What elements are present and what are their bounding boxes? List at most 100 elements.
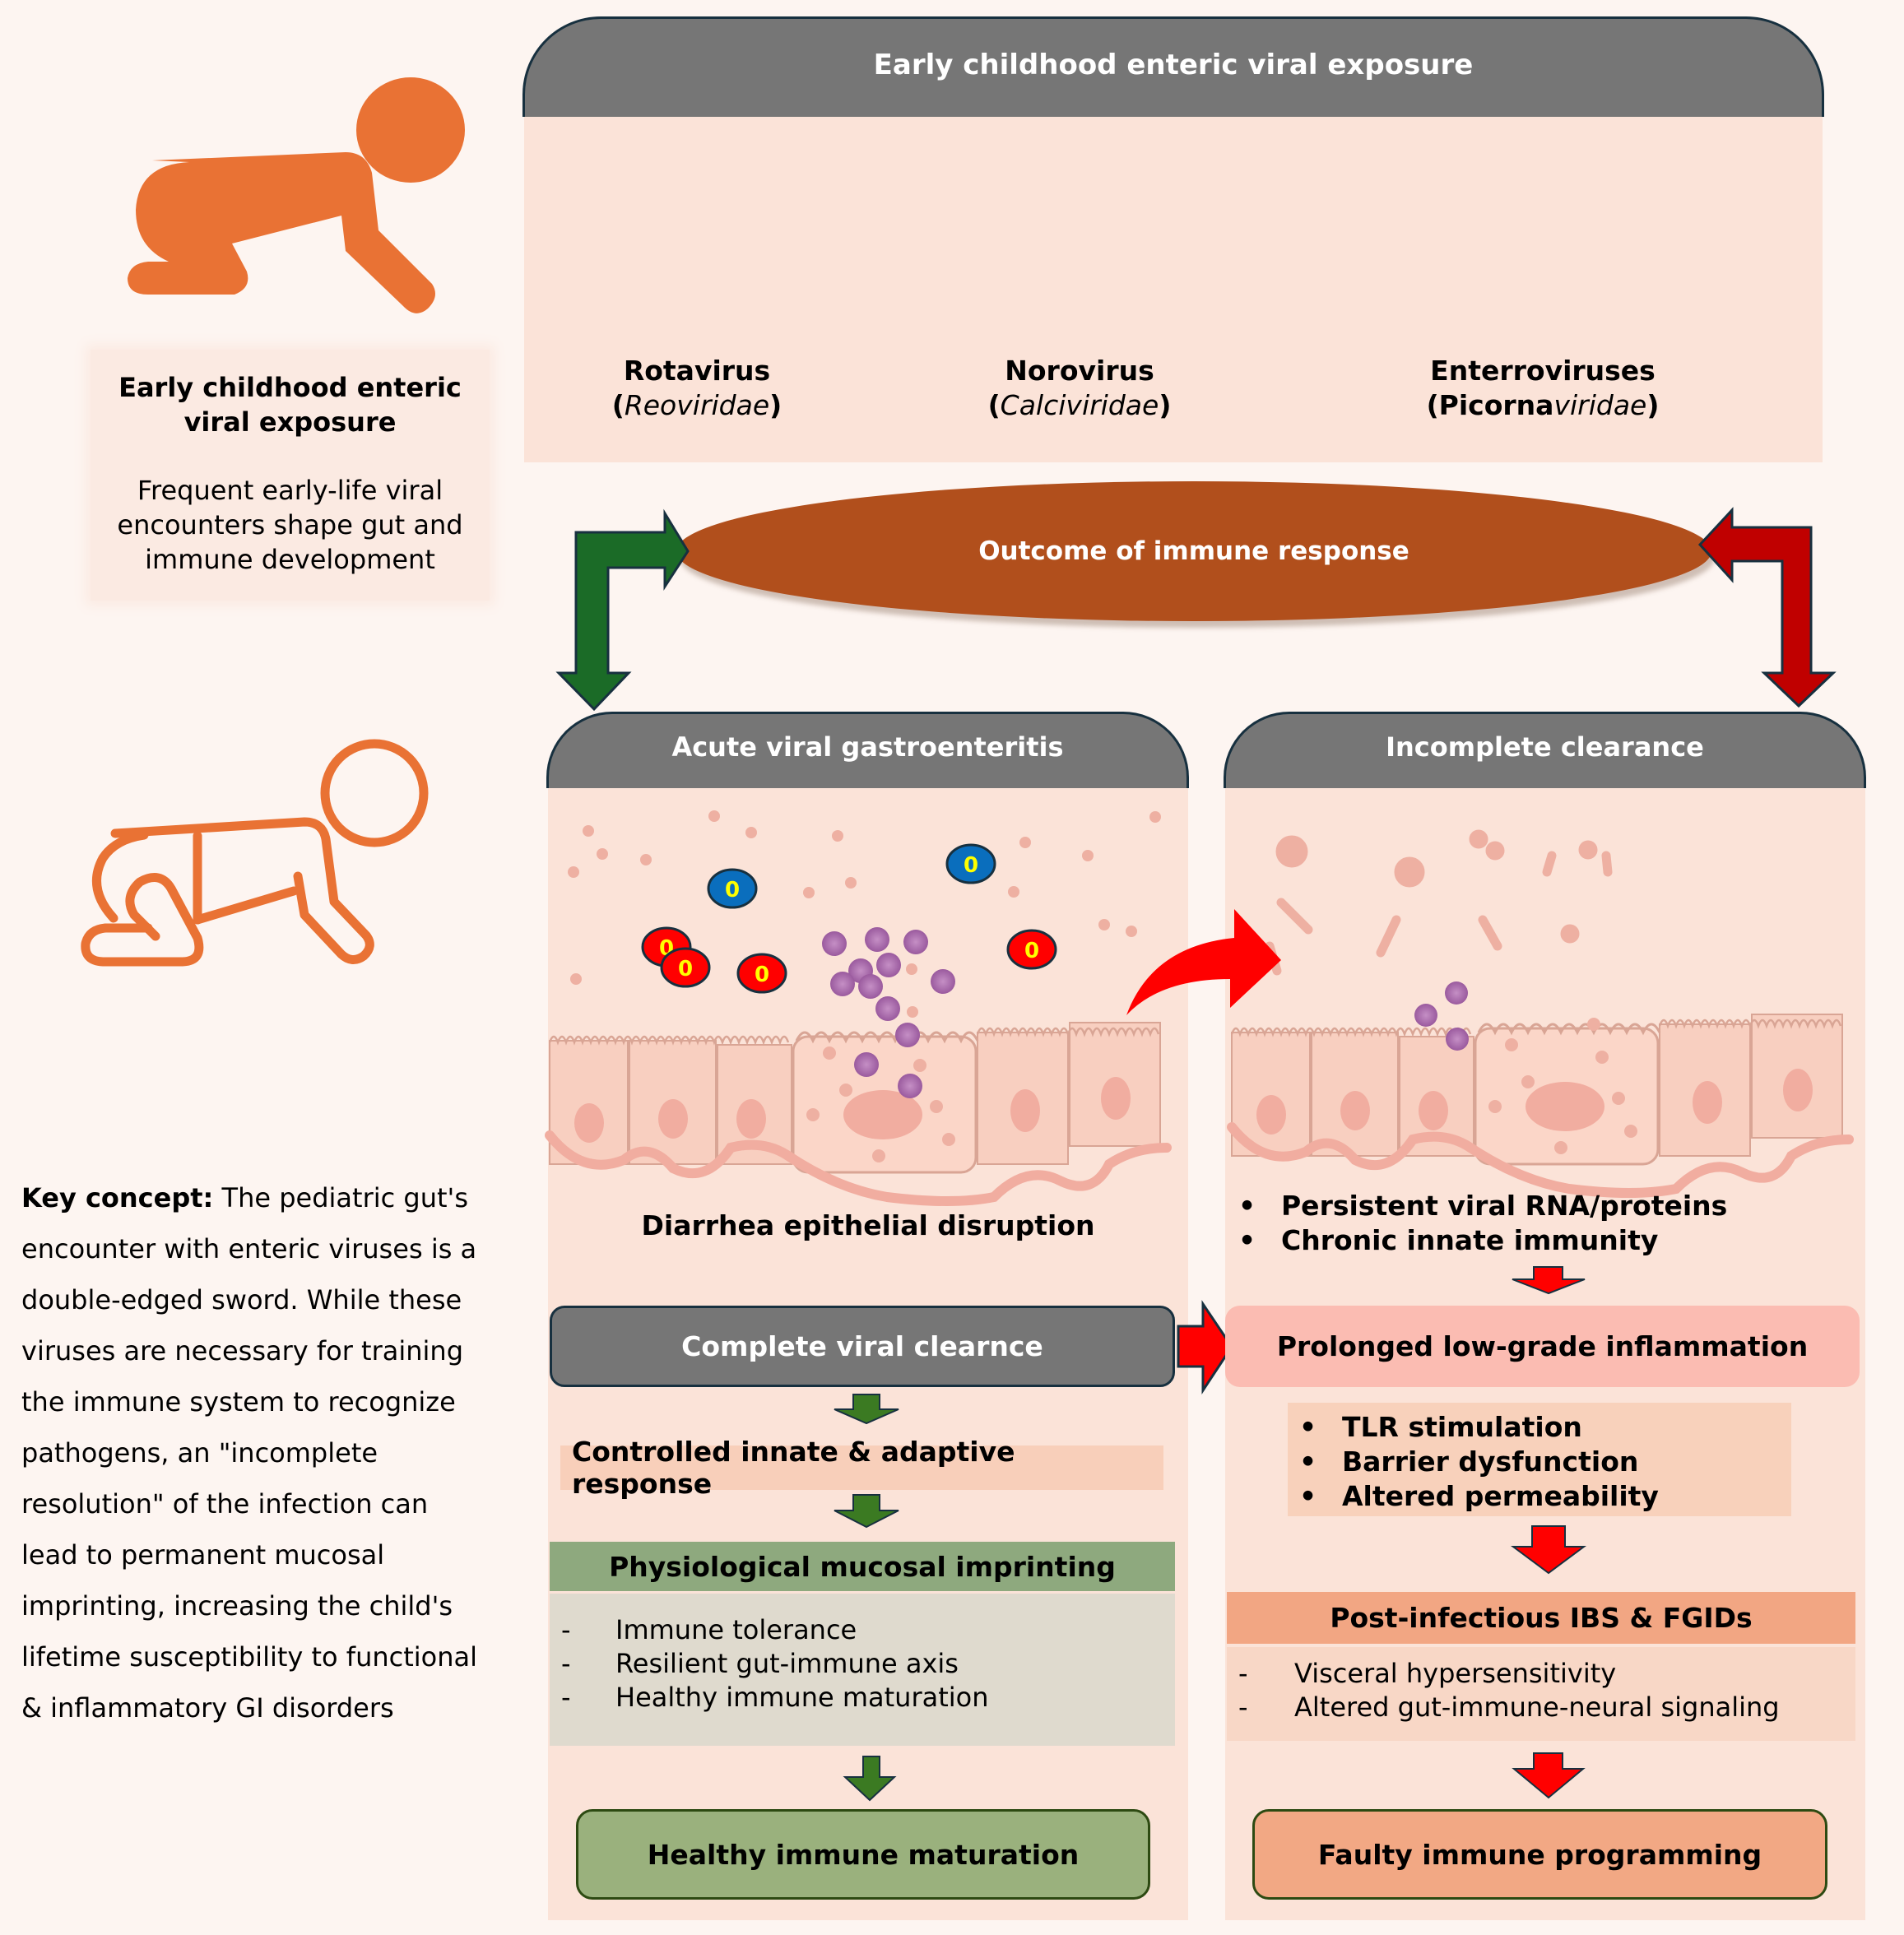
imprinting-title: Physiological mucosal imprinting <box>609 1550 1116 1583</box>
virus-label-norovirus: Norovirus (Calciviridae) <box>987 355 1172 421</box>
bullet-marker: • <box>1299 1411 1317 1443</box>
curved-transition-arrow <box>1126 909 1281 1015</box>
progression-arrow <box>1177 1300 1233 1394</box>
list-item: • Persistent viral RNA/proteins <box>1238 1189 1727 1223</box>
list-item-text: Healthy immune maturation <box>615 1682 989 1713</box>
info-card <box>91 350 490 601</box>
exposure-header: Early childhood enteric viral exposure <box>522 16 1824 117</box>
persistent-list: • Persistent viral RNA/proteins • Chronic … <box>1238 1189 1727 1258</box>
flow-down-arrow <box>843 1756 897 1802</box>
list-item-text: Altered permeability <box>1342 1480 1659 1512</box>
faulty-outcome-label: Faulty immune programming <box>1317 1838 1762 1871</box>
list-item: - Immune tolerance <box>561 1613 857 1647</box>
list-item: • TLR stimulation <box>1299 1410 1582 1445</box>
list-item: - Visceral hypersensitivity <box>1238 1657 1616 1691</box>
dash-marker: - <box>1238 1658 1248 1689</box>
imprinting-list: - Immune tolerance - Resilient gut-immune … <box>550 1594 1175 1746</box>
virus-panel: Rotavirus (Reoviridae) Norovirus (Calciv… <box>524 117 1823 462</box>
blue-immune-cell: 0 <box>945 843 996 884</box>
incomplete-epithelium-illustration <box>1232 1014 1849 1193</box>
crawling-baby-filled-icon <box>128 77 465 313</box>
red-branch-arrow <box>1697 507 1837 708</box>
virus-particles-acute <box>822 927 955 1098</box>
acute-epithelium-illustration <box>550 1023 1167 1201</box>
list-item-text: Altered gut-immune-neural signaling <box>1294 1691 1780 1723</box>
bullet-marker: • <box>1238 1224 1256 1256</box>
crawling-baby-outline-icon <box>81 739 429 967</box>
list-item: • Chronic innate immunity <box>1238 1223 1727 1258</box>
virus-particles-persistent <box>1414 981 1469 1051</box>
key-concept-paragraph: Key concept: The pediatric gut's encount… <box>21 1172 482 1733</box>
bullet-marker: • <box>1238 1190 1256 1222</box>
flow-down-arrow <box>834 1394 899 1425</box>
inflammation-box: Prolonged low-grade inflammation <box>1225 1306 1860 1387</box>
outcome-ellipse: Outcome of immune response <box>676 481 1711 621</box>
info-title: Early childhood enteric viral exposure <box>118 372 462 438</box>
outcome-label: Outcome of immune response <box>978 536 1409 566</box>
virus-family: Calciviridae <box>1000 389 1159 421</box>
red-immune-cell: 0 <box>1006 929 1057 970</box>
list-item: - Healthy immune maturation <box>561 1681 989 1715</box>
controlled-response-box: Controlled innate & adaptive response <box>560 1436 1163 1500</box>
complete-clearance-box: Complete viral clearnce <box>550 1306 1175 1387</box>
virus-label-rotavirus: Rotavirus (Reoviridae) <box>611 355 782 421</box>
bullet-marker: • <box>1299 1480 1317 1512</box>
virus-family: viridae <box>1553 389 1647 421</box>
flow-down-arrow <box>1512 1752 1586 1799</box>
virus-name: Enterroviruses <box>1430 355 1656 387</box>
immune-cells: 0 0 0 0 0 0 <box>641 843 1057 994</box>
list-item-text: Barrier dysfunction <box>1342 1445 1639 1478</box>
blue-immune-cell: 0 <box>707 868 758 909</box>
dash-marker: - <box>561 1682 571 1713</box>
ibs-title: Post-infectious IBS & FGIDs <box>1330 1602 1753 1634</box>
green-branch-arrow <box>555 508 690 712</box>
virus-name: Rotavirus <box>623 355 771 387</box>
list-item-text: Visceral hypersensitivity <box>1294 1658 1617 1689</box>
inflammation-label: Prolonged low-grade inflammation <box>1276 1330 1809 1362</box>
mechanism-list: • TLR stimulation • Barrier dysfunction • A… <box>1288 1403 1791 1516</box>
red-immune-cell: 0 <box>660 947 711 988</box>
list-item: - Resilient gut-immune axis <box>561 1647 959 1681</box>
faulty-outcome-box: Faulty immune programming <box>1252 1809 1827 1900</box>
red-immune-cell: 0 <box>736 953 787 994</box>
cell-label: 0 <box>964 853 978 878</box>
cell-label: 0 <box>755 963 769 987</box>
flow-down-arrow <box>1510 1525 1587 1575</box>
virus-label-enterovirus: Enterroviruses (Picornaviridae) <box>1426 355 1660 421</box>
info-description: Frequent early-life viral encounters sha… <box>117 475 463 575</box>
list-item-text: TLR stimulation <box>1342 1411 1582 1443</box>
incomplete-column-header: Incomplete clearance <box>1224 712 1866 788</box>
key-concept-label: Key concept: <box>21 1182 214 1213</box>
flow-down-arrow <box>1512 1266 1586 1295</box>
controlled-label: Controlled innate & adaptive response <box>572 1436 1015 1500</box>
list-item-text: Persistent viral RNA/proteins <box>1281 1190 1728 1222</box>
dash-marker: - <box>561 1648 571 1679</box>
virus-family: Reoviridae <box>624 389 770 421</box>
imprinting-title-box: Physiological mucosal imprinting <box>550 1542 1175 1591</box>
dash-marker: - <box>561 1614 571 1645</box>
cell-label: 0 <box>725 878 740 903</box>
list-item: - Altered gut-immune-neural signaling <box>1238 1691 1780 1724</box>
virus-family-prefix: Picorna <box>1438 389 1554 421</box>
cell-label: 0 <box>678 957 693 981</box>
ibs-title-box: Post-infectious IBS & FGIDs <box>1227 1592 1855 1644</box>
cell-label: 0 <box>1024 939 1039 963</box>
list-item-text: Immune tolerance <box>615 1614 857 1645</box>
dash-marker: - <box>1238 1691 1248 1723</box>
bullet-marker: • <box>1299 1445 1317 1478</box>
ibs-list: - Visceral hypersensitivity - Altered gut-… <box>1227 1647 1855 1741</box>
lumen-debris <box>568 810 1161 1018</box>
flow-down-arrow <box>834 1494 899 1529</box>
list-item-text: Resilient gut-immune axis <box>615 1648 959 1679</box>
clearance-label: Complete viral clearnce <box>681 1330 1043 1362</box>
healthy-outcome-box: Healthy immune maturation <box>576 1809 1150 1900</box>
acute-column-header: Acute viral gastroenteritis <box>546 712 1189 788</box>
healthy-outcome-label: Healthy immune maturation <box>647 1838 1080 1871</box>
virus-name: Norovirus <box>1005 355 1154 387</box>
lumen-bacterial-debris <box>1265 829 1613 976</box>
list-item: • Barrier dysfunction <box>1299 1445 1638 1479</box>
list-item: • Altered permeability <box>1299 1479 1659 1514</box>
list-item-text: Chronic innate immunity <box>1281 1224 1659 1256</box>
key-concept-text: The pediatric gut's encounter with enter… <box>21 1182 478 1724</box>
